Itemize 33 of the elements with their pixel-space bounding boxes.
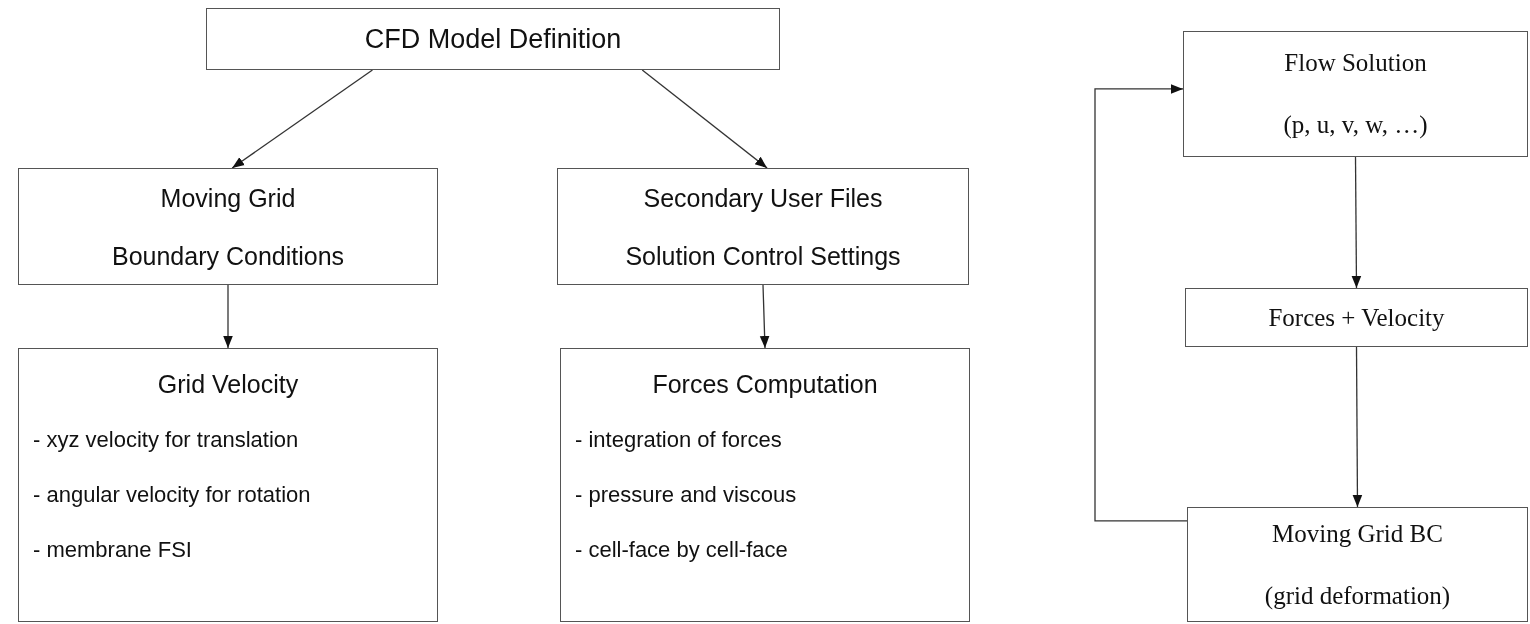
box-label: (grid deformation) (1264, 580, 1451, 611)
box-label: CFD Model Definition (364, 23, 622, 56)
box-label: Flow Solution (1284, 48, 1427, 78)
bullet-item: - integration of forces (575, 426, 783, 454)
box-label: Secondary User Files (643, 182, 883, 214)
process-box (557, 168, 969, 285)
arrow (1094, 84, 1188, 522)
bullet-item: - pressure and viscous (575, 481, 798, 509)
box-label: Moving Grid (160, 182, 296, 214)
bullet-item: - angular velocity for rotation (33, 481, 312, 509)
process-box (1187, 507, 1528, 622)
box-label: Moving Grid BC (1272, 518, 1443, 549)
process-box (206, 8, 780, 70)
process-box (560, 348, 970, 622)
box-label: (p, u, v, w, …) (1283, 110, 1428, 141)
bullet-item: - membrane FSI (33, 536, 193, 564)
arrow (1352, 346, 1363, 508)
bullet-item: - xyz velocity for translation (33, 426, 300, 454)
box-label: Forces + Velocity (1268, 302, 1445, 333)
process-box (18, 168, 438, 285)
arrow (641, 69, 768, 169)
box-label: Boundary Conditions (111, 240, 345, 272)
arrow (1351, 156, 1362, 289)
arrow (759, 284, 770, 349)
box-label: Solution Control Settings (625, 240, 901, 272)
arrow (231, 69, 374, 169)
box-label: Grid Velocity (156, 369, 300, 400)
box-label: Forces Computation (651, 369, 879, 400)
process-box (1185, 288, 1528, 347)
process-box (18, 348, 438, 622)
arrow (223, 284, 233, 349)
bullet-item: - cell-face by cell-face (575, 536, 789, 564)
process-box (1183, 31, 1528, 157)
